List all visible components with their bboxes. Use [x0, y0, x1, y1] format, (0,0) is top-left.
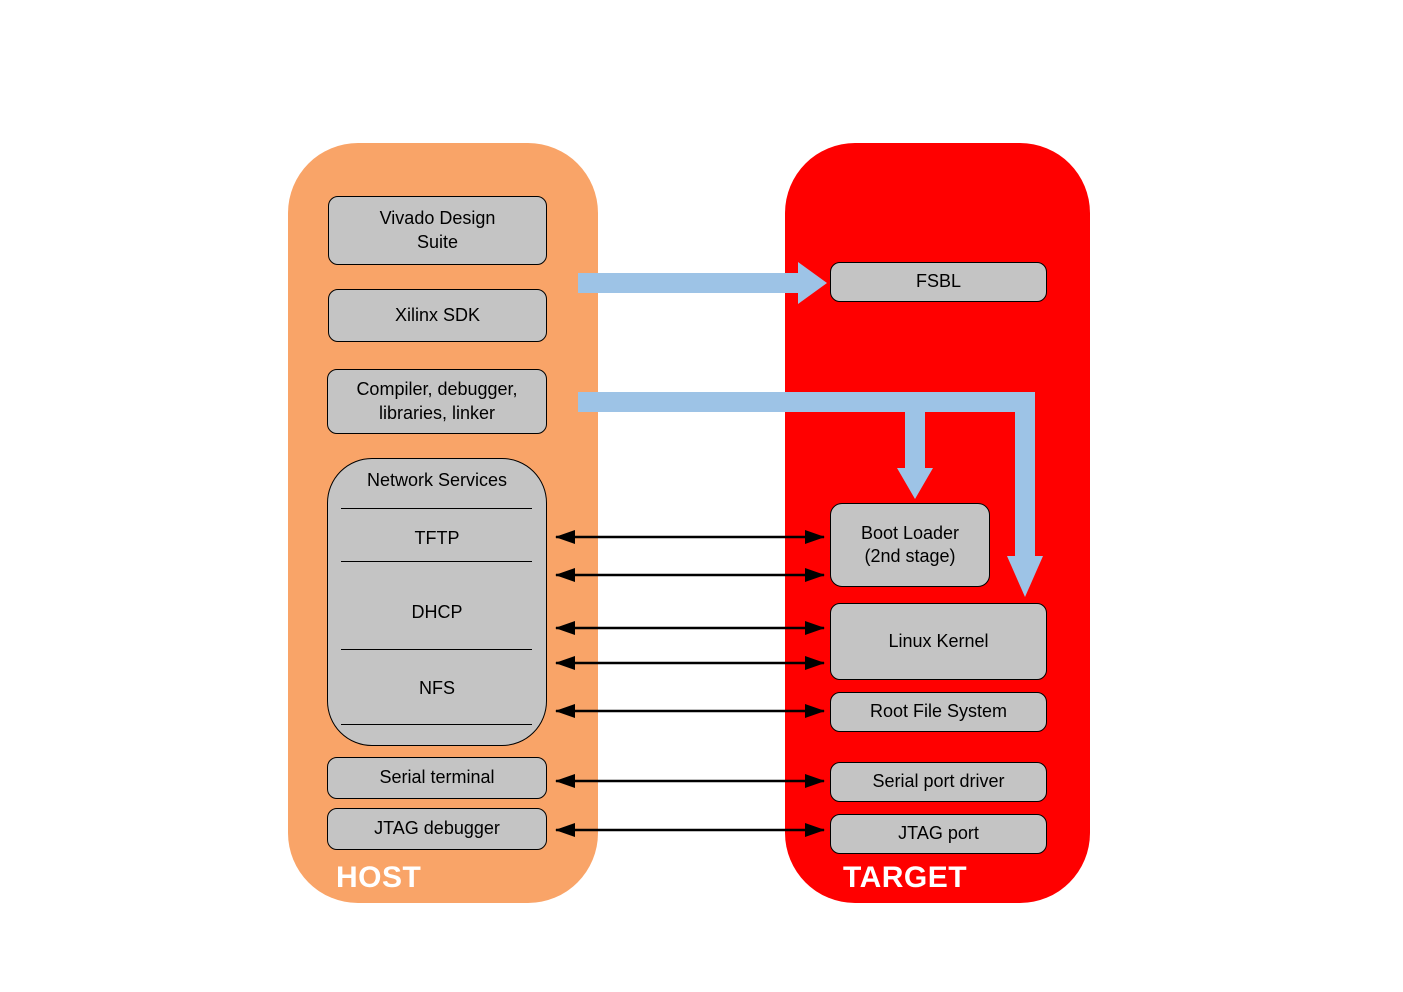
host-box-vivado-design-suite: Vivado Design Suite — [328, 196, 547, 265]
boot-loader-label: Boot Loader (2nd stage) — [860, 522, 960, 566]
target-box-boot-loader: Boot Loader (2nd stage) — [830, 503, 990, 587]
vivado-design-suite-label: Vivado Design Suite — [379, 208, 496, 252]
network-item-tftp: TFTP — [414, 528, 460, 548]
network-services-title: Network Services — [366, 470, 508, 490]
fsbl-label: FSBL — [915, 271, 962, 292]
target-box-linux-kernel: Linux Kernel — [830, 603, 1047, 680]
network-separator-3 — [341, 649, 532, 650]
host-box-jtag-debugger: JTAG debugger — [327, 808, 547, 850]
target-box-root-file-system: Root File System — [830, 692, 1047, 732]
network-separator-1 — [341, 508, 532, 509]
serial-terminal-label: Serial terminal — [379, 767, 495, 788]
host-panel-label: HOST — [336, 861, 422, 894]
network-item-nfs: NFS — [419, 678, 455, 698]
host-box-xilinx-sdk: Xilinx SDK — [328, 289, 547, 342]
network-separator-2 — [341, 561, 532, 562]
jtag-port-label: JTAG port — [898, 823, 979, 844]
serial-port-driver-label: Serial port driver — [872, 771, 1005, 792]
network-separator-4 — [341, 724, 532, 725]
target-box-fsbl: FSBL — [830, 262, 1047, 302]
network-item-dhcp: DHCP — [411, 602, 463, 622]
host-box-compiler-toolchain: Compiler, debugger, libraries, linker — [327, 369, 547, 434]
jtag-debugger-label: JTAG debugger — [374, 818, 500, 839]
target-box-jtag-port: JTAG port — [830, 814, 1047, 854]
linux-kernel-label: Linux Kernel — [888, 630, 989, 651]
target-box-serial-port-driver: Serial port driver — [830, 762, 1047, 802]
host-box-network-services: Network Services TFTP DHCP NFS — [327, 458, 547, 746]
target-panel-label: TARGET — [843, 861, 968, 894]
host-box-serial-terminal: Serial terminal — [327, 757, 547, 799]
root-file-system-label: Root File System — [869, 701, 1008, 722]
xilinx-sdk-label: Xilinx SDK — [394, 304, 481, 325]
compiler-toolchain-label: Compiler, debugger, libraries, linker — [356, 379, 518, 423]
